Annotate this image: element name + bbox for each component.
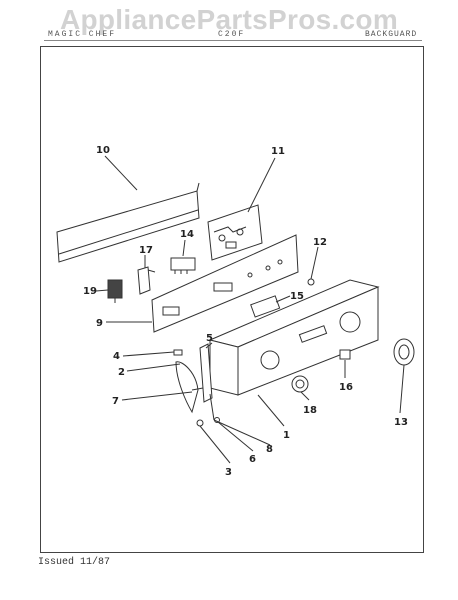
part-knob[interactable] (291, 375, 309, 393)
callout-14: 14 (180, 229, 194, 240)
part-large-knob[interactable] (393, 338, 415, 366)
part-relay[interactable] (107, 279, 123, 303)
part-spring[interactable] (191, 387, 204, 391)
header-rule (44, 40, 422, 41)
callout-1: 1 (283, 430, 290, 441)
part-end-cap[interactable] (175, 361, 199, 414)
leader-lines (95, 155, 405, 464)
callout-12: 12 (313, 237, 327, 248)
callout-4: 4 (113, 351, 120, 362)
part-bracket[interactable] (137, 266, 156, 295)
callout-9: 9 (96, 318, 103, 329)
callout-18: 18 (303, 405, 317, 416)
part-control-board[interactable] (207, 204, 263, 261)
part-display-lens[interactable] (250, 295, 281, 318)
part-screw[interactable] (307, 278, 315, 286)
callout-10: 10 (96, 145, 110, 156)
diagram-frame (40, 46, 424, 553)
callout-5: 5 (206, 333, 213, 344)
callout-11: 11 (271, 146, 285, 157)
part-clip[interactable] (173, 349, 183, 356)
header-model: C20F (218, 30, 246, 39)
part-terminal-block[interactable] (170, 257, 196, 274)
part-back-panel[interactable] (56, 182, 200, 263)
part-push-button[interactable] (339, 349, 351, 360)
callout-7: 7 (112, 396, 119, 407)
issued-date: Issued 11/87 (38, 557, 111, 568)
callout-17: 17 (139, 245, 153, 256)
part-panel-plate[interactable] (151, 234, 299, 333)
watermark: AppliancePartsPros.com (59, 4, 399, 35)
part-screw-lower[interactable] (196, 419, 204, 427)
callout-19: 19 (83, 286, 97, 297)
part-rod[interactable] (209, 393, 215, 421)
header-brand: MAGIC CHEF (48, 30, 117, 39)
callout-13: 13 (394, 417, 408, 428)
header-section: BACKGUARD (365, 30, 418, 39)
callout-8: 8 (266, 444, 273, 455)
part-backguard-housing[interactable] (208, 279, 380, 396)
callout-2: 2 (118, 367, 125, 378)
callout-3: 3 (225, 467, 232, 478)
part-side-bracket[interactable] (199, 343, 213, 403)
callout-15: 15 (290, 291, 304, 302)
callout-6: 6 (249, 454, 256, 465)
callout-16: 16 (339, 382, 353, 393)
